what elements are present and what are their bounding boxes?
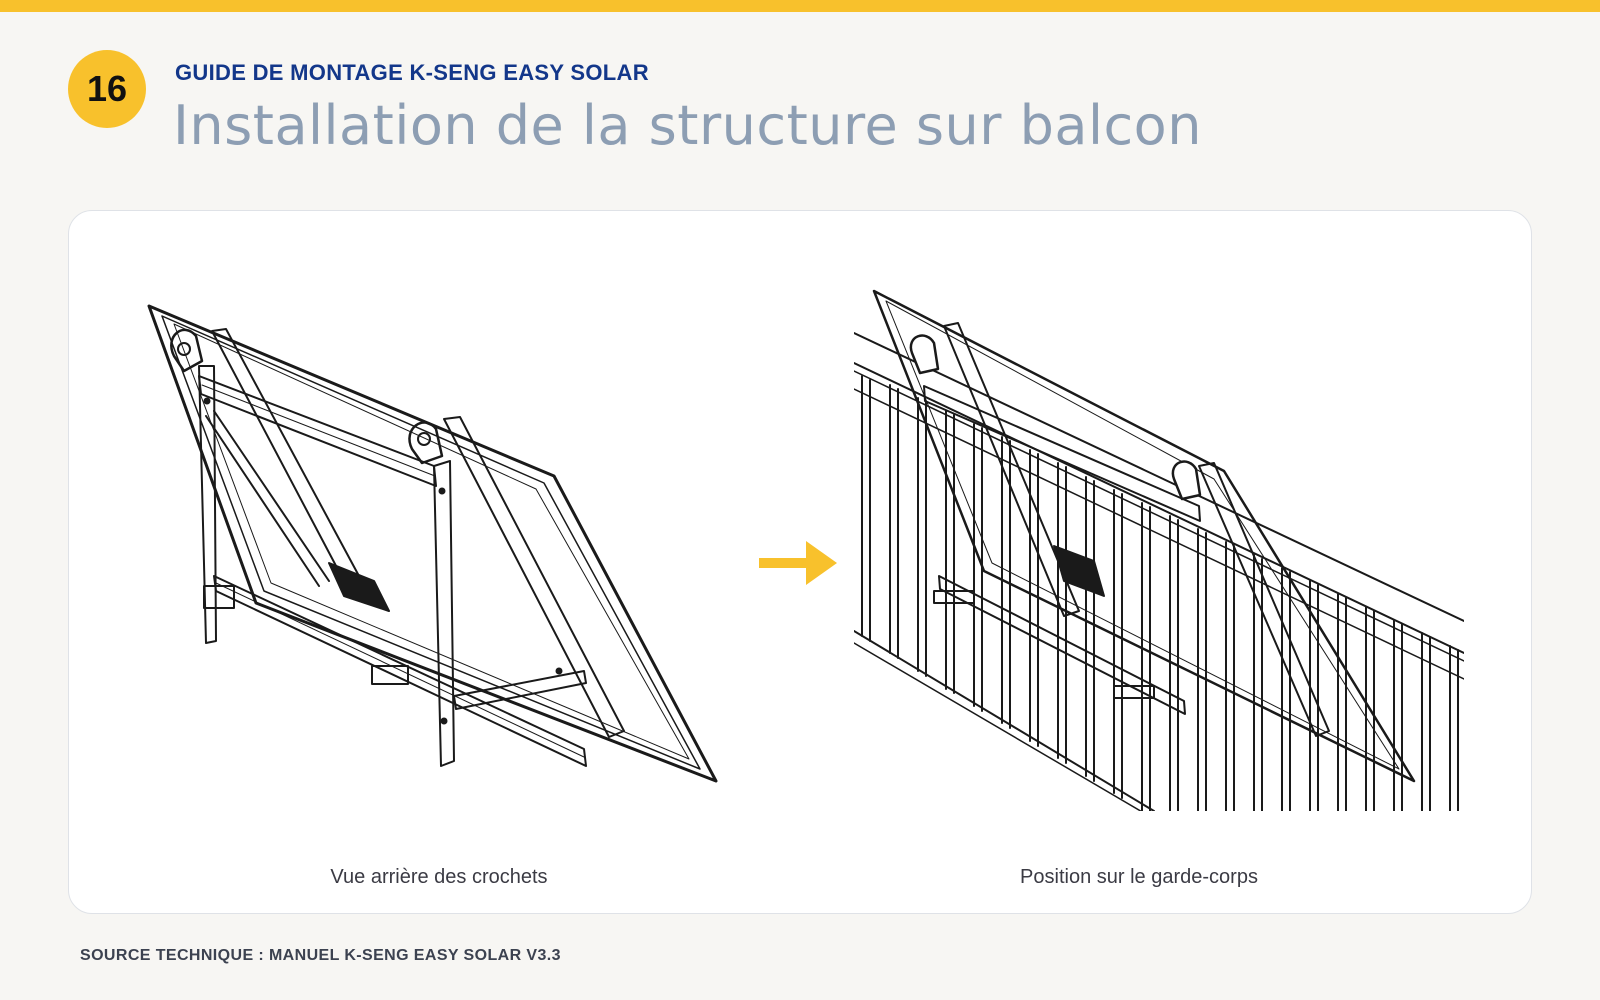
top-accent-bar	[0, 0, 1600, 12]
illustration-card: Vue arrière des crochets Position sur le…	[68, 210, 1532, 914]
source-note: SOURCE TECHNIQUE : MANUEL K-SENG EASY SO…	[80, 947, 561, 964]
figure-caption-railing-position: Position sur le garde-corps	[1020, 866, 1258, 888]
railing-mount-illustration	[854, 289, 1464, 811]
guide-eyebrow: GUIDE DE MONTAGE K-SENG EASY SOLAR	[175, 60, 649, 85]
figure-caption-rear-view: Vue arrière des crochets	[330, 866, 548, 888]
rear-hooks-illustration	[147, 304, 718, 783]
page-title: Installation de la structure sur balcon	[173, 94, 1202, 157]
arrow-right-icon	[759, 541, 837, 585]
page-number-badge: 16	[68, 50, 146, 128]
